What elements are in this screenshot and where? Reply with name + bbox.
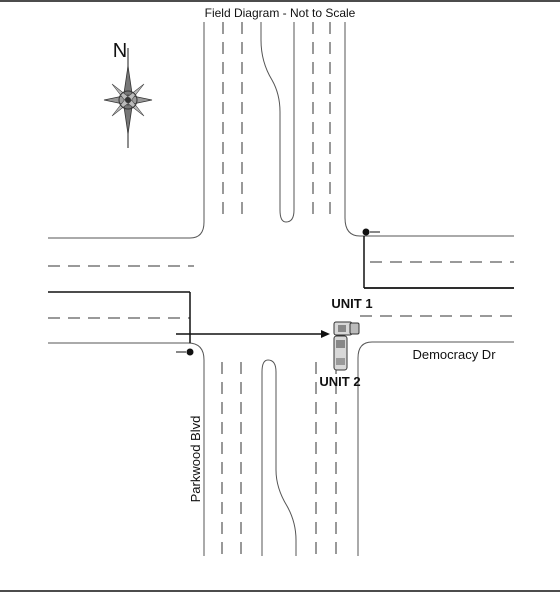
lane-lines — [48, 22, 514, 556]
unit2-vehicle-windshield — [336, 340, 345, 348]
unit2-label: UNIT 2 — [319, 374, 360, 389]
unit1-travel-path — [176, 330, 330, 338]
north-leg-east-edge — [344, 22, 514, 237]
unit1-label: UNIT 1 — [331, 296, 372, 311]
vehicle-icon — [333, 335, 348, 371]
unit1-vehicle-front — [349, 322, 360, 335]
unit2-vehicle-rear-window — [336, 358, 345, 365]
compass-center-ring — [118, 90, 138, 110]
south-leg-west-edge — [48, 342, 205, 556]
diagram-title: Field Diagram - Not to Scale — [205, 6, 356, 20]
travel-path-arrowhead — [321, 330, 330, 338]
street-label-democracy-dr: Democracy Dr — [412, 347, 496, 362]
road-edges — [48, 22, 514, 556]
traffic-signal-icon — [362, 228, 380, 236]
signal-ne-head — [362, 228, 370, 236]
street-label-parkwood-blvd: Parkwood Blvd — [188, 416, 203, 503]
south-leg-east-edge — [357, 341, 514, 556]
compass-rose-icon: N — [103, 40, 153, 148]
unit1-vehicle-window — [338, 325, 346, 332]
signal-sw-head — [186, 348, 194, 356]
north-median-island — [260, 22, 295, 223]
north-leg-west-edge — [48, 22, 205, 239]
traffic-signal-icon — [176, 348, 194, 356]
compass-center-dot — [125, 97, 131, 103]
vehicle-icon — [333, 321, 360, 336]
north-label: N — [113, 40, 127, 62]
south-median-island — [261, 359, 297, 556]
